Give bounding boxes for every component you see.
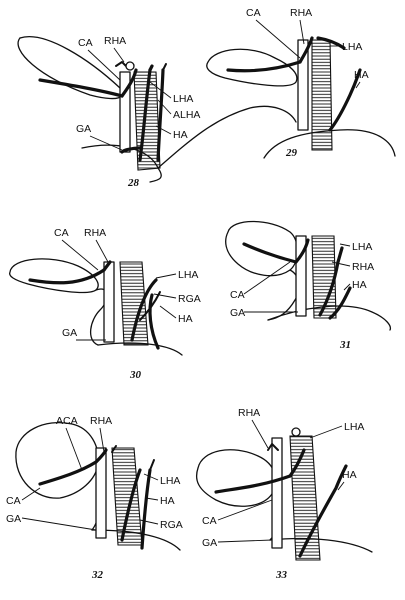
leader-line xyxy=(61,239,99,271)
vessel-label-alha: ALHA xyxy=(173,109,200,121)
figure-number: 33 xyxy=(275,569,288,581)
leader-line xyxy=(153,293,177,299)
vessel-label-ga: GA xyxy=(202,537,217,549)
vessel-label-lha: LHA xyxy=(173,93,193,105)
vessel-label-ha: HA xyxy=(173,129,188,141)
leader-line xyxy=(99,427,105,453)
vessel-label-rga: RGA xyxy=(178,293,201,305)
leader-line xyxy=(343,283,351,291)
figure-number: 30 xyxy=(129,369,142,381)
figure-number: 29 xyxy=(285,147,298,159)
vessel-label-lha: LHA xyxy=(344,421,364,433)
leader-line xyxy=(217,499,273,521)
vessel-label-ca: CA xyxy=(202,515,217,527)
leader-line xyxy=(113,47,125,63)
leader-line xyxy=(255,19,301,59)
vessel-label-rha: RHA xyxy=(352,261,374,273)
leader-line xyxy=(21,487,41,501)
leader-line xyxy=(155,125,172,135)
panel-numbers: 28 29 30 31 32 33 xyxy=(91,147,351,581)
vessel-label-rha: RHA xyxy=(104,35,126,47)
vessel-label-ga: GA xyxy=(62,327,77,339)
panel-30 xyxy=(8,258,183,356)
vessel-label-rga: RGA xyxy=(160,519,183,531)
vessel-label-ga: GA xyxy=(76,123,91,135)
vessel-label-rha: RHA xyxy=(238,407,260,419)
vessel-label-ha: HA xyxy=(178,313,193,325)
leader-line xyxy=(309,425,343,439)
leader-line xyxy=(145,497,159,501)
leader-line xyxy=(243,261,291,295)
vessel-label-ca: CA xyxy=(246,7,261,19)
leader-line xyxy=(355,81,361,89)
panel-31 xyxy=(225,220,392,331)
leader-line xyxy=(143,473,159,481)
leader-line xyxy=(339,243,351,247)
vessel-label-lha: LHA xyxy=(160,475,180,487)
figure-number: 28 xyxy=(127,177,140,189)
vessel-label-rha: RHA xyxy=(290,7,312,19)
leader-line xyxy=(337,481,345,491)
panel-32 xyxy=(15,422,181,551)
leader-line xyxy=(331,261,351,267)
vessel-label-ha: HA xyxy=(342,469,357,481)
panel-29 xyxy=(206,36,396,159)
vessel-label-rha: RHA xyxy=(90,415,112,427)
leader-line xyxy=(95,239,109,263)
vessel-label-ha: HA xyxy=(354,69,369,81)
vessel-label-lha: LHA xyxy=(352,241,372,253)
figure-number: 32 xyxy=(91,569,104,581)
panel-28 xyxy=(17,36,297,183)
leader-line xyxy=(251,419,269,449)
panel-33 xyxy=(195,427,373,561)
leader-line xyxy=(155,273,177,279)
vessel-label-ga: GA xyxy=(230,307,245,319)
leader-line xyxy=(159,305,177,319)
vessel-label-ca: CA xyxy=(6,495,21,507)
leader-line xyxy=(65,427,83,471)
vessel-label-rha: RHA xyxy=(84,227,106,239)
figure-number: 31 xyxy=(339,339,351,351)
vessel-label-lha: LHA xyxy=(178,269,198,281)
vessel-label-ha: HA xyxy=(352,279,367,291)
vessel-label-ca: CA xyxy=(230,289,245,301)
vessel-label-ga: GA xyxy=(6,513,21,525)
leader-line xyxy=(299,19,305,45)
leader-line xyxy=(157,99,172,115)
vessel-label-ha: HA xyxy=(160,495,175,507)
leader-line xyxy=(21,517,97,531)
leader-line xyxy=(87,49,121,81)
vessel-label-ca: CA xyxy=(78,37,93,49)
leader-line xyxy=(217,539,273,543)
vessel-label-lha: LHA xyxy=(342,41,362,53)
vessel-label-ca: CA xyxy=(54,227,69,239)
leader-line xyxy=(89,135,123,151)
leader-line xyxy=(139,519,159,525)
vessel-label-aca: ACA xyxy=(56,415,78,427)
labels: CA RHA LHA ALHA GA HA CA RHA LHA HA CA RHA LHA RGA HA G… xyxy=(6,7,374,549)
leader-line xyxy=(149,81,172,99)
